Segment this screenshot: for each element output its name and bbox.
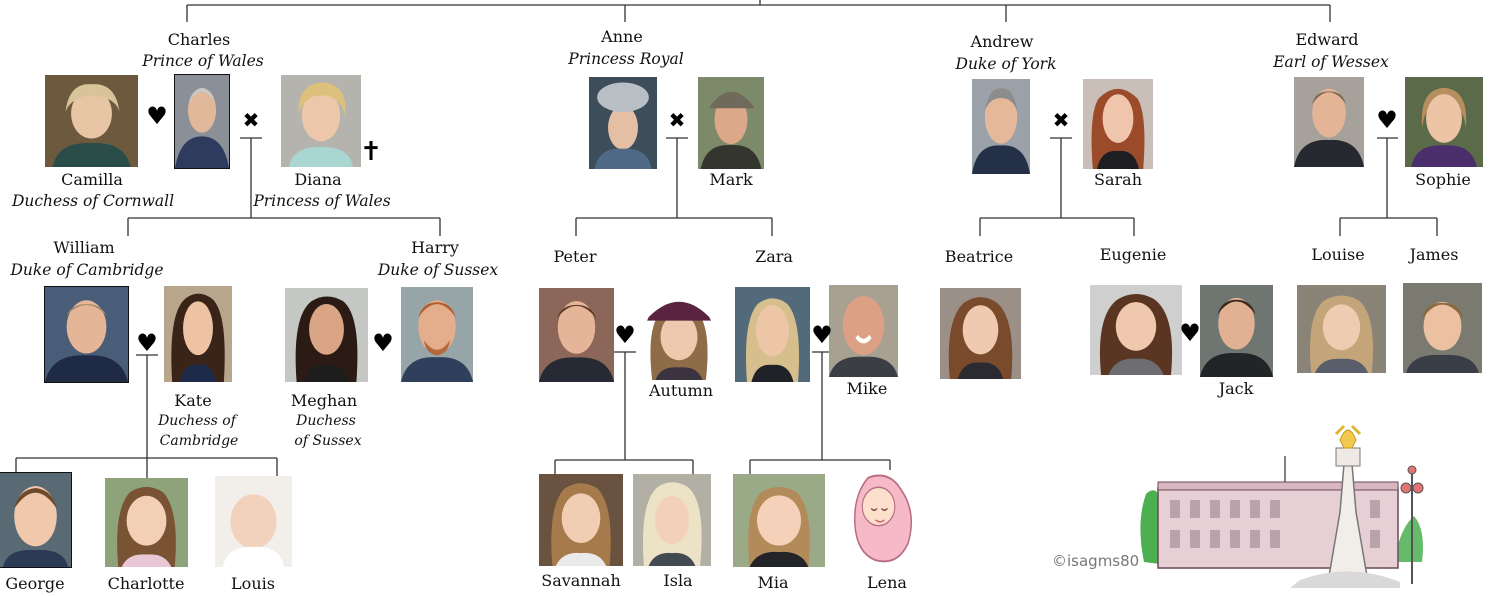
- diana-photo: [281, 75, 361, 167]
- anne-name: Anne: [601, 27, 643, 46]
- copyright-credit: ©isagms80: [1052, 552, 1140, 570]
- anne-title: Princess Royal: [568, 50, 684, 68]
- peter-name: Peter: [553, 247, 597, 266]
- zara-mike-married-symbol: ♥: [811, 321, 833, 349]
- louis-name: Louis: [231, 574, 275, 593]
- charles-title: Prince of Wales: [142, 52, 264, 70]
- charles-name: Charles: [167, 30, 231, 49]
- beatrice-name: Beatrice: [944, 247, 1014, 266]
- harry-title: Duke of Sussex: [377, 261, 499, 279]
- harry-name: Harry: [411, 238, 459, 257]
- meghan-photo: [285, 288, 368, 382]
- louise-photo: [1297, 285, 1386, 373]
- edward-sophie-married-symbol: ♥: [1376, 106, 1398, 134]
- edward-title: Earl of Wessex: [1273, 53, 1389, 71]
- camilla-name: Camilla: [61, 170, 123, 189]
- peter-autumn-married-symbol: ♥: [614, 321, 636, 349]
- zara-name: Zara: [755, 247, 793, 266]
- diana-deceased-symbol: ✝: [360, 137, 382, 167]
- james-name: James: [1409, 245, 1459, 264]
- sophie-photo: [1405, 77, 1483, 167]
- sarah-name: Sarah: [1094, 170, 1142, 189]
- camilla-photo: [45, 75, 138, 167]
- william-photo: [44, 286, 129, 383]
- anne-photo: [589, 77, 657, 169]
- andrew-sarah-divorced-symbol: ✖: [1052, 108, 1070, 132]
- harry-meghan-married-symbol: ♥: [372, 329, 394, 357]
- andrew-title: Duke of York: [955, 55, 1057, 73]
- edward-name: Edward: [1295, 30, 1359, 49]
- kate-title-line2: Cambridge: [159, 433, 239, 449]
- beatrice-photo: [940, 288, 1021, 379]
- sophie-name: Sophie: [1415, 170, 1471, 189]
- louis-photo: [215, 476, 292, 567]
- camilla-title: Duchess of Cornwall: [11, 192, 175, 210]
- eugenie-name: Eugenie: [1099, 245, 1167, 264]
- isla-photo: [633, 474, 711, 566]
- william-name: William: [53, 238, 115, 257]
- savannah-photo: [539, 474, 623, 566]
- andrew-photo: [972, 79, 1030, 174]
- charles-camilla-married-symbol: ♥: [146, 102, 168, 130]
- andrew-name: Andrew: [970, 32, 1034, 51]
- charlotte-photo: [105, 478, 188, 567]
- george-photo: [0, 472, 72, 568]
- george-name: George: [5, 574, 65, 593]
- kate-photo: [164, 286, 232, 382]
- kate-title-line1: Duchess of: [158, 413, 236, 429]
- zara-photo: [735, 287, 810, 382]
- charles-diana-divorced-symbol: ✖: [242, 108, 260, 132]
- james-photo: [1403, 283, 1482, 373]
- buckingham-palace-illustration: [1140, 424, 1424, 588]
- kate-name: Kate: [174, 391, 212, 410]
- edward-photo: [1294, 77, 1364, 167]
- lena-baby-illustration: [846, 470, 920, 566]
- eugenie-photo: [1090, 285, 1182, 375]
- sarah-photo: [1083, 79, 1153, 169]
- meghan-title-line2: of Sussex: [294, 433, 362, 449]
- mia-photo: [733, 474, 825, 567]
- william-kate-married-symbol: ♥: [136, 329, 158, 357]
- diana-name: Diana: [294, 170, 342, 189]
- jack-photo: [1200, 285, 1273, 377]
- mark-photo: [698, 77, 764, 169]
- jack-name: Jack: [1218, 379, 1254, 398]
- mike-name: Mike: [846, 379, 888, 398]
- meghan-title-line1: Duchess: [296, 413, 356, 429]
- louise-name: Louise: [1311, 245, 1365, 264]
- autumn-photo: [637, 290, 721, 380]
- mia-name: Mia: [757, 573, 789, 592]
- anne-mark-divorced-symbol: ✖: [668, 108, 686, 132]
- mark-name: Mark: [709, 170, 753, 189]
- charlotte-name: Charlotte: [107, 574, 185, 593]
- william-title: Duke of Cambridge: [10, 261, 164, 279]
- autumn-name: Autumn: [648, 381, 714, 400]
- charles-photo: [174, 74, 230, 169]
- savannah-name: Savannah: [541, 571, 621, 590]
- diana-title: Princess of Wales: [253, 192, 391, 210]
- meghan-name: Meghan: [290, 391, 358, 410]
- isla-name: Isla: [663, 571, 693, 590]
- harry-photo: [401, 287, 473, 382]
- lena-name: Lena: [867, 573, 907, 592]
- eugenie-jack-married-symbol: ♥: [1179, 319, 1201, 347]
- mike-photo: [829, 285, 898, 377]
- peter-photo: [539, 288, 614, 382]
